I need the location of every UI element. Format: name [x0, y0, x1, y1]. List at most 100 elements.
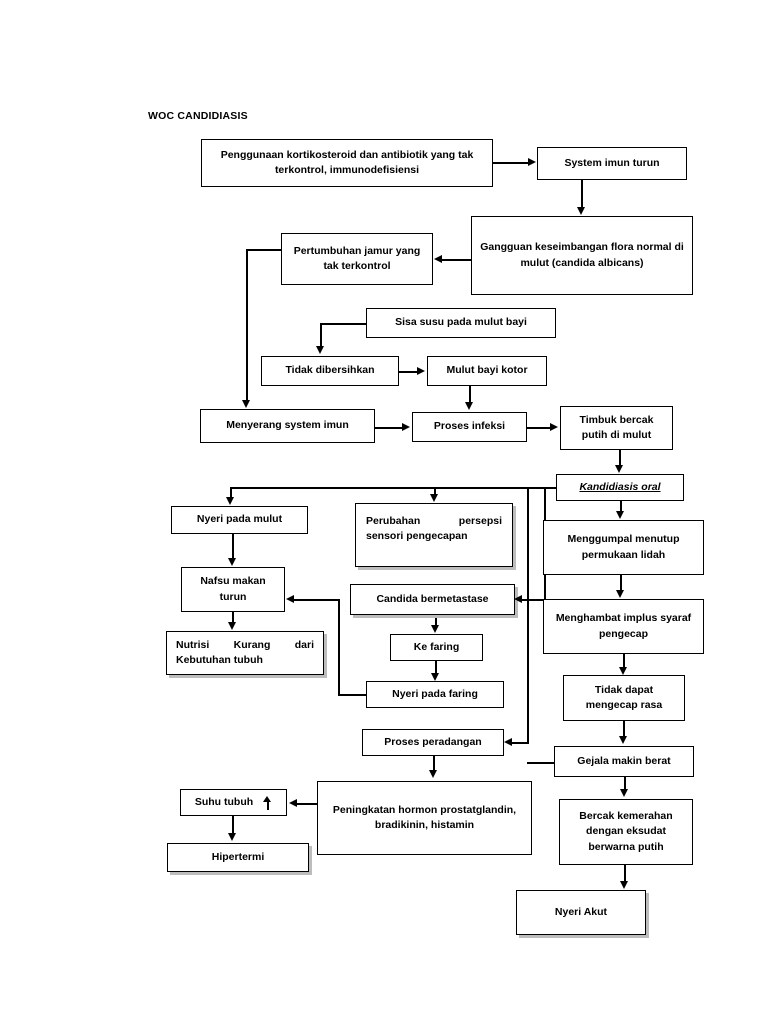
node-nutrisi-kurang[interactable]: Nutrisi Kurang dari Kebutuhan tubuh: [166, 631, 324, 675]
edge-arrow-n4-n8: [242, 400, 250, 408]
node-label: Proses peradangan: [384, 735, 482, 748]
edge-n21-n15-h1: [338, 694, 367, 696]
edge-n15-n18: [232, 612, 234, 624]
edge-spine-n16-h: [522, 599, 545, 601]
node-label: Nyeri pada mulut: [196, 513, 283, 526]
edge-n20-n23: [623, 721, 625, 737]
node-candida-bermetastase[interactable]: Candida bermetastase: [350, 584, 515, 615]
node-sisa-susu-pada-mulut-bayi[interactable]: Sisa susu pada mulut bayi: [366, 308, 556, 338]
edge-arrow-n5-n6: [316, 346, 324, 354]
node-label: Sisa susu pada mulut bayi: [395, 316, 527, 329]
node-tidak-dapat-mengecap-rasa[interactable]: Tidak dapat mengecap rasa: [563, 675, 685, 721]
edge-arrow-n22-n25: [429, 770, 437, 778]
edge-n19-n21: [435, 661, 437, 674]
node-nafsu-makan-turun[interactable]: Nafsu makan turun: [181, 567, 285, 612]
node-menghambat-implus-syaraf[interactable]: Menghambat implus syaraf pengecap: [543, 599, 704, 654]
edge-n4-n8-h: [246, 249, 282, 251]
edge-n10-n11: [619, 450, 621, 466]
edge-arrow-n19-n21: [431, 673, 439, 681]
edge-n22-n25: [433, 756, 435, 771]
node-label: Tidak dapat mengecap rasa: [585, 683, 663, 711]
edge-spine-n22-h: [512, 742, 529, 744]
node-label: Kandidiasis oral: [579, 480, 661, 493]
node-label: Bercak kemerahan dengan eksudat berwarna…: [579, 810, 673, 853]
edge-arrow-n12-n15: [228, 558, 236, 566]
edge-n8-n9: [375, 427, 403, 429]
node-pertumbuhan-jamur[interactable]: Pertumbuhan jamur yang tak terkontrol: [281, 233, 433, 285]
node-label: Gangguan keseimbangan flora normal di mu…: [480, 241, 684, 269]
node-suhu-tubuh[interactable]: Suhu tubuh: [180, 789, 287, 816]
edge-arrow-n14-n17: [616, 590, 624, 598]
edge-arrow-n26-n28: [620, 881, 628, 889]
node-label: Nyeri pada faring: [392, 687, 478, 700]
edge-n6-n7: [399, 371, 418, 373]
node-kandidiasis-oral[interactable]: Kandidiasis oral: [556, 474, 684, 501]
node-label: Proses infeksi: [433, 420, 506, 433]
edge-n2-n3: [581, 180, 583, 208]
edge-arrow-n11-n14: [616, 511, 624, 519]
edge-n11-spine: [527, 487, 529, 743]
node-label: Pertumbuhan jamur yang tak terkontrol: [293, 244, 421, 272]
node-label: Nafsu makan turun: [200, 575, 266, 603]
node-peningkatan-hormon[interactable]: Peningkatan hormon prostatglandin, bradi…: [317, 781, 532, 855]
node-hipertermi[interactable]: Hipertermi: [167, 843, 309, 872]
node-proses-peradangan[interactable]: Proses peradangan: [362, 729, 504, 756]
node-ke-faring[interactable]: Ke faring: [390, 634, 483, 661]
edge-arrow-n11-n12: [226, 497, 234, 505]
node-label: Menggumpal menutup permukaan lidah: [567, 533, 680, 561]
node-label: Suhu tubuh: [194, 795, 254, 808]
node-perubahan-persepsi-sensori[interactable]: Perubahan persepsi sensori pengecapan: [355, 503, 513, 567]
node-label: Ke faring: [413, 640, 460, 653]
node-label: Tidak dibersihkan: [285, 364, 375, 377]
node-nyeri-akut[interactable]: Nyeri Akut: [516, 890, 646, 935]
edge-arrow-n2-n3: [577, 207, 585, 215]
edge-n14-n17: [620, 575, 622, 590]
node-system-imun-turun[interactable]: System imun turun: [537, 147, 687, 180]
edge-n5-n6-v: [320, 323, 322, 348]
edge-arrow-n15-n18: [228, 622, 236, 630]
edge-arrow-n3-n4: [434, 255, 442, 263]
node-gejala-makin-berat[interactable]: Gejala makin berat: [554, 746, 694, 777]
edge-arrow-n1-n2: [528, 158, 536, 166]
node-label: Mulut bayi kotor: [446, 364, 528, 377]
node-label: Gejala makin berat: [577, 754, 671, 767]
edge-arrow-n17-n20: [619, 667, 627, 675]
node-gangguan-keseimbangan-flora[interactable]: Gangguan keseimbangan flora normal di mu…: [471, 216, 693, 295]
node-label: Timbuk bercak putih di mulut: [579, 413, 654, 441]
node-tidak-dibersihkan[interactable]: Tidak dibersihkan: [261, 356, 399, 386]
node-label: Perubahan persepsi sensori pengecapan: [366, 515, 502, 543]
node-label: Nutrisi Kurang dari Kebutuhan tubuh: [176, 638, 314, 666]
node-penggunaan-kortikosteroid[interactable]: Penggunaan kortikosteroid dan antibiotik…: [201, 139, 493, 187]
node-bercak-kemerahan[interactable]: Bercak kemerahan dengan eksudat berwarna…: [559, 799, 693, 865]
edge-arrow-spine-n16: [514, 595, 522, 603]
node-mulut-bayi-kotor[interactable]: Mulut bayi kotor: [427, 356, 547, 386]
edge-arrow-n16-n19: [431, 625, 439, 633]
edge-n26-n28: [624, 865, 626, 882]
node-label: Candida bermetastase: [376, 592, 489, 605]
edge-n1-n2: [493, 162, 529, 164]
node-label: Penggunaan kortikosteroid dan antibiotik…: [220, 148, 474, 176]
edge-n9-n10: [527, 427, 551, 429]
node-nyeri-pada-mulut[interactable]: Nyeri pada mulut: [171, 506, 308, 534]
edge-n25-n24: [297, 803, 318, 805]
edge-arrow-n25-n24: [289, 799, 297, 807]
edge-n24-n27: [232, 816, 234, 834]
arrow-up-icon: [263, 795, 272, 810]
node-menyerang-system-imun[interactable]: Menyerang system imun: [200, 409, 375, 443]
node-label: Menyerang system imun: [226, 419, 349, 432]
node-menggumpal-menutup-permukaan-lidah[interactable]: Menggumpal menutup permukaan lidah: [543, 520, 704, 575]
edge-n21-n15-h2: [294, 599, 339, 601]
edge-n23-spine: [527, 762, 555, 764]
node-nyeri-pada-faring[interactable]: Nyeri pada faring: [366, 681, 504, 708]
edge-n11-n14: [620, 501, 622, 512]
node-proses-infeksi[interactable]: Proses infeksi: [412, 412, 527, 442]
edge-arrow-n10-n11: [615, 465, 623, 473]
edge-n11-n12-v: [230, 487, 232, 498]
edge-arrow-n24-n27: [228, 833, 236, 841]
edge-n4-n8-v: [246, 249, 248, 403]
edge-n3-n4: [442, 259, 471, 261]
edge-n12-n15: [232, 534, 234, 558]
node-timbuk-bercak-putih[interactable]: Timbuk bercak putih di mulut: [560, 406, 673, 450]
edge-n5-n6-h: [320, 323, 367, 325]
edge-n7-n9: [469, 386, 471, 403]
